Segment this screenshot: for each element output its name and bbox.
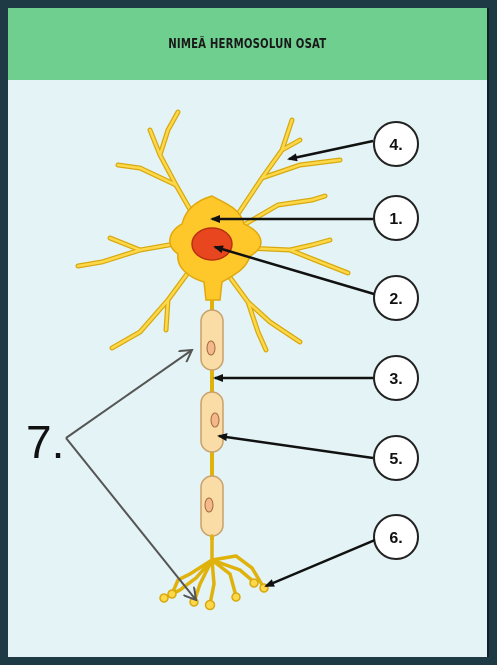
myelin-sheaths [201, 310, 223, 536]
arrow-4 [289, 141, 373, 159]
schwann-nucleus-3 [205, 498, 213, 512]
axon-terminals [164, 536, 264, 604]
label-5: 5. [374, 436, 418, 480]
label-3: 3. [374, 356, 418, 400]
label-1: 1. [374, 196, 418, 240]
label-6: 6. [374, 515, 418, 559]
arrow-5 [219, 436, 373, 458]
schwann-nucleus-2 [211, 413, 219, 427]
label-2: 2. [374, 276, 418, 320]
myelin-sheath-1 [201, 310, 223, 370]
svg-text:3.: 3. [389, 371, 402, 388]
svg-text:4.: 4. [389, 137, 402, 154]
schwann-nucleus-1 [207, 341, 215, 355]
label-7: 7. [26, 416, 64, 468]
arrow-6 [266, 540, 375, 586]
pointer-arrows [212, 141, 375, 586]
svg-text:5.: 5. [389, 451, 402, 468]
svg-text:6.: 6. [389, 530, 402, 547]
svg-text:2.: 2. [389, 291, 402, 308]
pointer-arrows-7 [66, 350, 196, 600]
svg-text:1.: 1. [389, 211, 402, 228]
label-4: 4. [374, 122, 418, 166]
nucleus [192, 228, 232, 260]
